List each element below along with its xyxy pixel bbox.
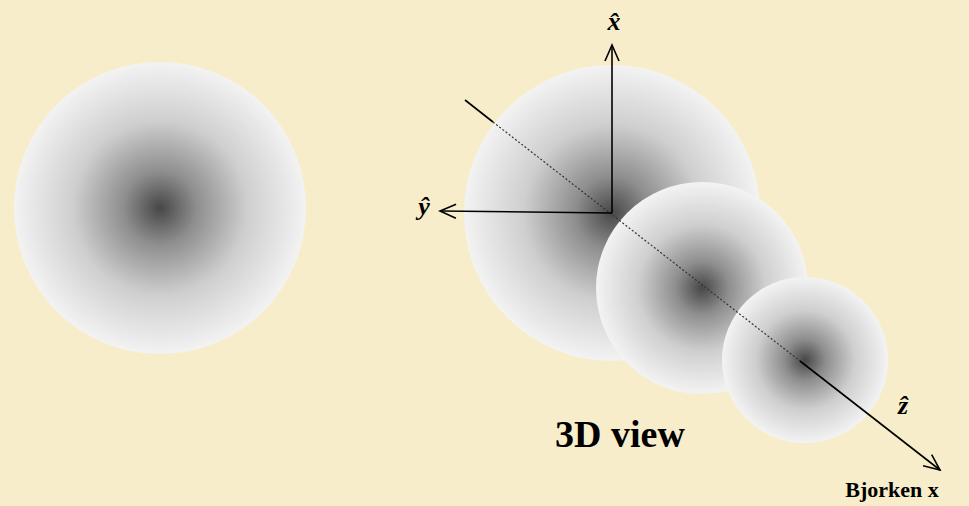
y-axis-arrow (440, 211, 612, 213)
axis-label: ŷ (418, 194, 430, 220)
z-axis (465, 100, 493, 122)
nucleon-sphere (14, 62, 306, 354)
x-axis-arrow (611, 45, 613, 213)
nucleon-sphere-small (722, 277, 888, 443)
axis-label: ẑ (898, 393, 908, 419)
view-title: 3D view (555, 415, 685, 453)
z-axis-hidden (493, 122, 800, 361)
z-axis-arrow (800, 361, 940, 470)
axis-caption: Bjorken x (845, 479, 939, 501)
axis-label: x̂ (608, 9, 621, 35)
